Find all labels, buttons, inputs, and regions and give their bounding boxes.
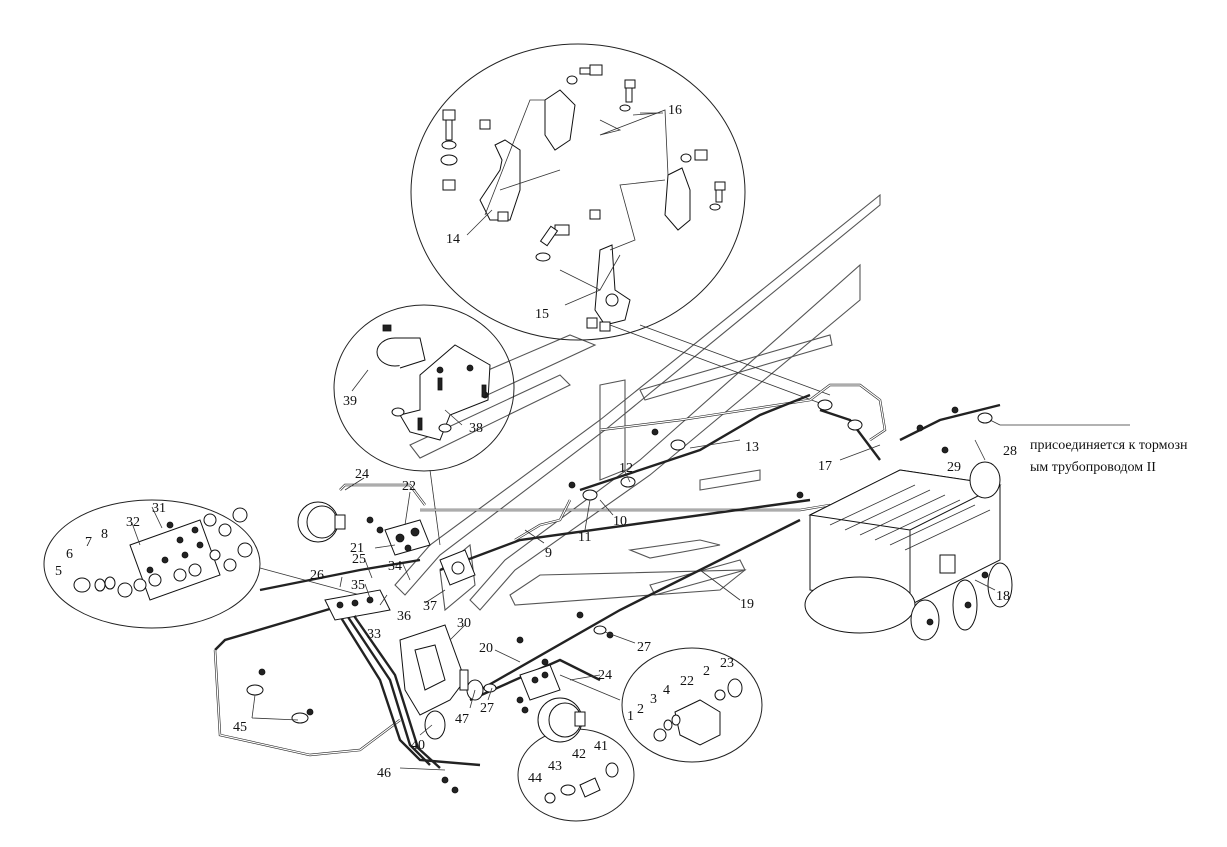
bolt-group xyxy=(440,64,726,332)
callout-29: 29 xyxy=(947,460,961,475)
callout-21: 21 xyxy=(350,541,364,556)
air-tank-assembly xyxy=(804,461,1013,641)
callout-7: 7 xyxy=(85,535,92,550)
callout-17: 17 xyxy=(818,459,832,474)
detail-bubble-fittings: 44 43 42 41 xyxy=(517,728,635,822)
callout-44: 44 xyxy=(528,771,542,786)
callout-40: 40 xyxy=(411,738,425,753)
brake-chamber-left xyxy=(297,501,346,543)
callout-14: 14 xyxy=(446,232,460,247)
callout-2b: 2 xyxy=(703,664,710,679)
callout-12: 12 xyxy=(619,461,633,476)
callout-34: 34 xyxy=(388,559,402,574)
callout-6: 6 xyxy=(66,547,73,562)
callouts-main: 24 22 21 25 26 34 35 36 37 33 9 10 11 12… xyxy=(233,419,1188,781)
callout-45: 45 xyxy=(233,720,247,735)
callout-22a: 22 xyxy=(402,479,416,494)
callout-46: 46 xyxy=(377,766,391,781)
callout-3: 3 xyxy=(650,692,657,707)
callout-24b: 24 xyxy=(598,668,612,683)
callout-22b: 22 xyxy=(680,674,694,689)
valve-block-20 xyxy=(516,636,561,701)
callout-5: 5 xyxy=(55,564,62,579)
callout-10: 10 xyxy=(613,514,627,529)
fitting-row xyxy=(73,507,253,598)
valve-block-22 xyxy=(384,519,431,556)
manifold-33 xyxy=(324,589,391,621)
callout-11: 11 xyxy=(578,530,591,545)
callout-18: 18 xyxy=(996,589,1010,604)
callout-1: 1 xyxy=(627,709,634,724)
brake-chamber-right xyxy=(537,697,586,743)
callout-23: 23 xyxy=(720,656,734,671)
callout-47: 47 xyxy=(455,712,469,727)
detail-bubble-manifold: 5 6 7 8 31 32 xyxy=(43,499,361,629)
callout-39: 39 xyxy=(343,394,357,409)
callout-26: 26 xyxy=(310,568,324,583)
callout-30: 30 xyxy=(457,616,471,631)
callout-4: 4 xyxy=(663,683,670,698)
callout-20: 20 xyxy=(479,641,493,656)
callout-38: 38 xyxy=(469,421,483,436)
callout-43: 43 xyxy=(548,759,562,774)
detail-bubble-valve: 1 2 3 4 22 2 23 xyxy=(559,647,763,763)
callout-37: 37 xyxy=(423,599,437,614)
note-line-1: присоединяется к тормозн xyxy=(1030,438,1188,453)
callout-31: 31 xyxy=(152,501,166,516)
callout-9: 9 xyxy=(545,546,552,561)
callout-8: 8 xyxy=(101,527,108,542)
note-line-2: ым трубопроводом II xyxy=(1030,460,1156,475)
callout-19: 19 xyxy=(740,597,754,612)
callout-42: 42 xyxy=(572,747,586,762)
detail-bubble-brackets: 14 15 16 xyxy=(410,43,831,406)
valve-37 xyxy=(439,549,476,586)
callout-36: 36 xyxy=(397,609,411,624)
callout-41: 41 xyxy=(594,739,608,754)
callout-27b: 27 xyxy=(637,640,651,655)
callout-25: 25 xyxy=(352,552,366,567)
callout-33: 33 xyxy=(367,627,381,642)
callout-16: 16 xyxy=(668,103,682,118)
callout-35: 35 xyxy=(351,578,365,593)
callout-28: 28 xyxy=(1003,444,1017,459)
callout-27a: 27 xyxy=(480,701,494,716)
callout-24a: 24 xyxy=(355,467,369,482)
callout-15: 15 xyxy=(535,307,549,322)
callout-32: 32 xyxy=(126,515,140,530)
clamps xyxy=(246,399,993,794)
callout-2a: 2 xyxy=(637,702,644,717)
brake-pedal-assembly xyxy=(399,624,484,740)
brake-lines xyxy=(213,383,1001,769)
callout-13: 13 xyxy=(745,440,759,455)
detail-bubble-valve-bracket: 39 38 xyxy=(333,304,515,546)
